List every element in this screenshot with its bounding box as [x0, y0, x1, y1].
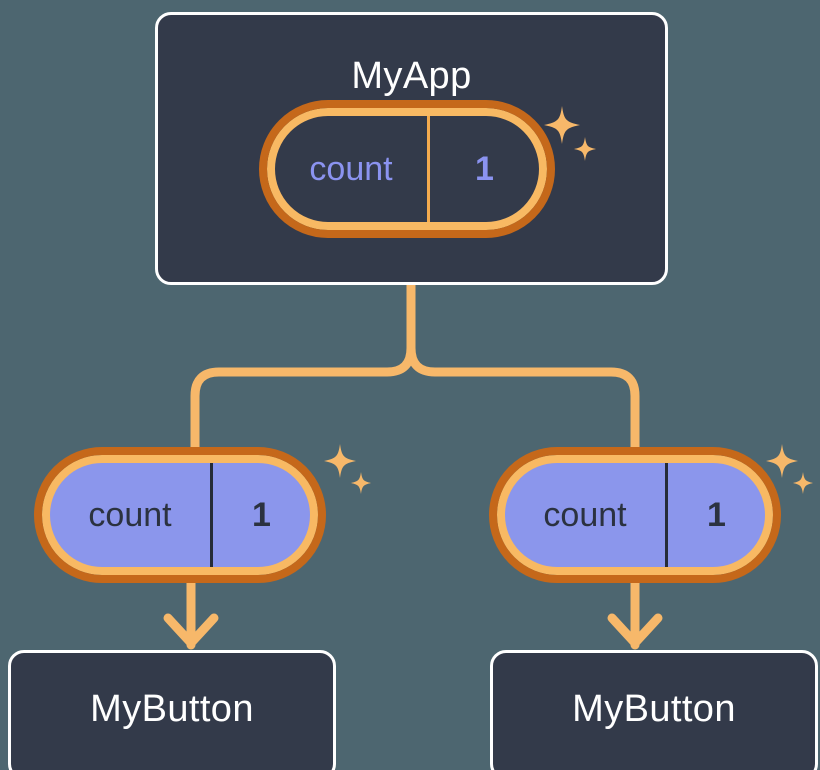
state-name-label: count: [88, 495, 172, 534]
state-value-label: 1: [427, 116, 539, 222]
arrowhead-left: [163, 613, 219, 648]
component-title-mybutton: MyButton: [90, 688, 254, 730]
state-name-label: count: [543, 495, 627, 534]
component-title-mybutton: MyButton: [572, 688, 736, 730]
state-value-label: 1: [210, 463, 310, 567]
state-pill-right-child[interactable]: count 1: [489, 447, 781, 583]
edge-root-to-right-child: [406, 280, 640, 460]
state-pill-body: count 1: [34, 447, 326, 583]
state-pill-myapp[interactable]: count 1: [259, 100, 555, 238]
state-pill-left-child[interactable]: count 1: [34, 447, 326, 583]
state-pill-body: count 1: [259, 100, 555, 238]
component-title-myapp: MyApp: [351, 55, 472, 97]
state-pill-body: count 1: [489, 447, 781, 583]
edge-root-to-left-child: [190, 280, 416, 460]
arrowhead-right: [607, 613, 663, 648]
component-box-mybutton-left[interactable]: MyButton: [8, 650, 336, 770]
component-box-mybutton-right[interactable]: MyButton: [490, 650, 818, 770]
state-value-label: 1: [665, 463, 765, 567]
state-name-label: count: [309, 149, 393, 188]
